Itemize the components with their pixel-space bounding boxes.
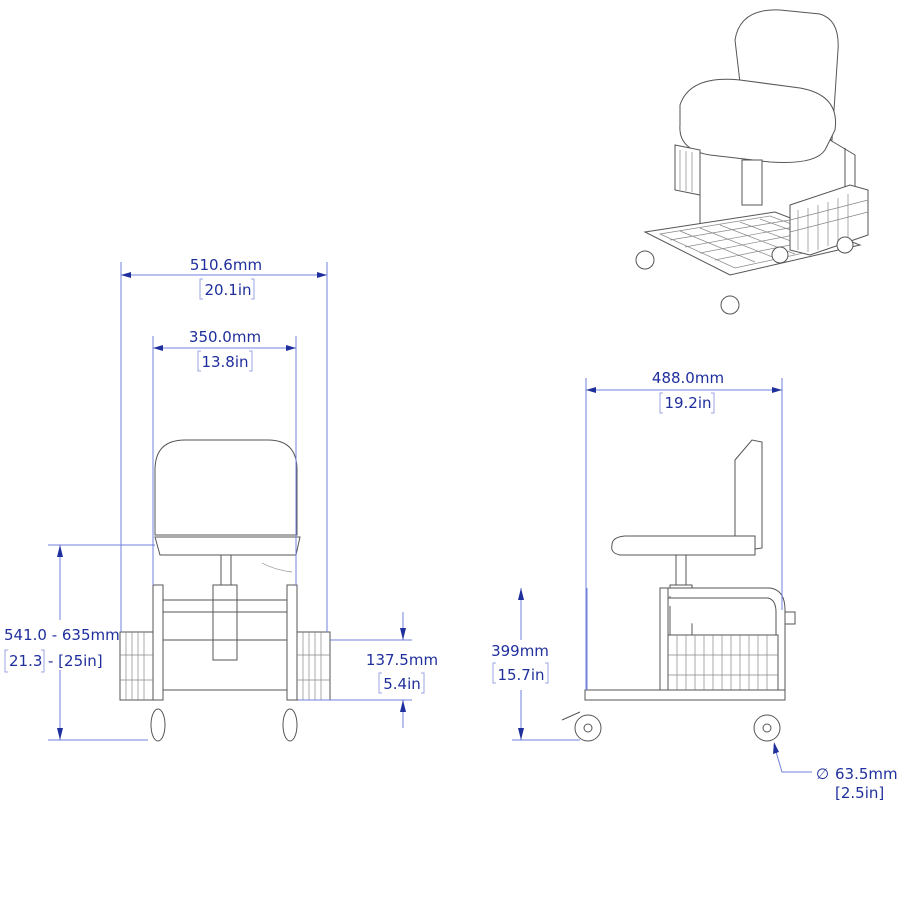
overall-depth-in: 19.2in [664, 394, 711, 412]
frame-height-mm: 399mm [491, 642, 549, 660]
dimension-wheel-diameter: ∅ 63.5mm [2.5in] [773, 742, 898, 802]
side-view [561, 439, 796, 742]
dimension-seat-height: 541.0 - 635mm 21.3 - [25in] [4, 544, 155, 741]
seat-width-mm: 350.0mm [189, 328, 261, 346]
seat-height-in-min: 21.3 [9, 652, 42, 670]
diameter-symbol: ∅ [816, 765, 829, 783]
seat-height-in-max: - [25in] [48, 652, 103, 670]
basket-height-mm: 137.5mm [366, 651, 438, 669]
wheel-diameter-mm: 63.5mm [835, 765, 898, 783]
seat-width-in: 13.8in [201, 353, 248, 371]
seat-height-mm: 541.0 - 635mm [4, 626, 120, 644]
dimension-basket-height: 137.5mm 5.4in [298, 612, 438, 728]
wheel-diameter-in: [2.5in] [835, 784, 884, 802]
basket-height-in: 5.4in [383, 675, 421, 693]
overall-width-mm: 510.6mm [190, 256, 262, 274]
overall-depth-mm: 488.0mm [652, 369, 724, 387]
front-view [119, 439, 331, 742]
overall-width-in: 20.1in [204, 281, 251, 299]
isometric-view [635, 9, 869, 315]
dimension-frame-height: 399mm 15.7in [491, 588, 588, 741]
dimension-overall-depth: 488.0mm 19.2in [585, 369, 783, 690]
dimension-seat-width: 350.0mm 13.8in [152, 328, 297, 585]
frame-height-in: 15.7in [497, 666, 544, 684]
dimension-overall-width: 510.6mm 20.1in [120, 256, 328, 632]
